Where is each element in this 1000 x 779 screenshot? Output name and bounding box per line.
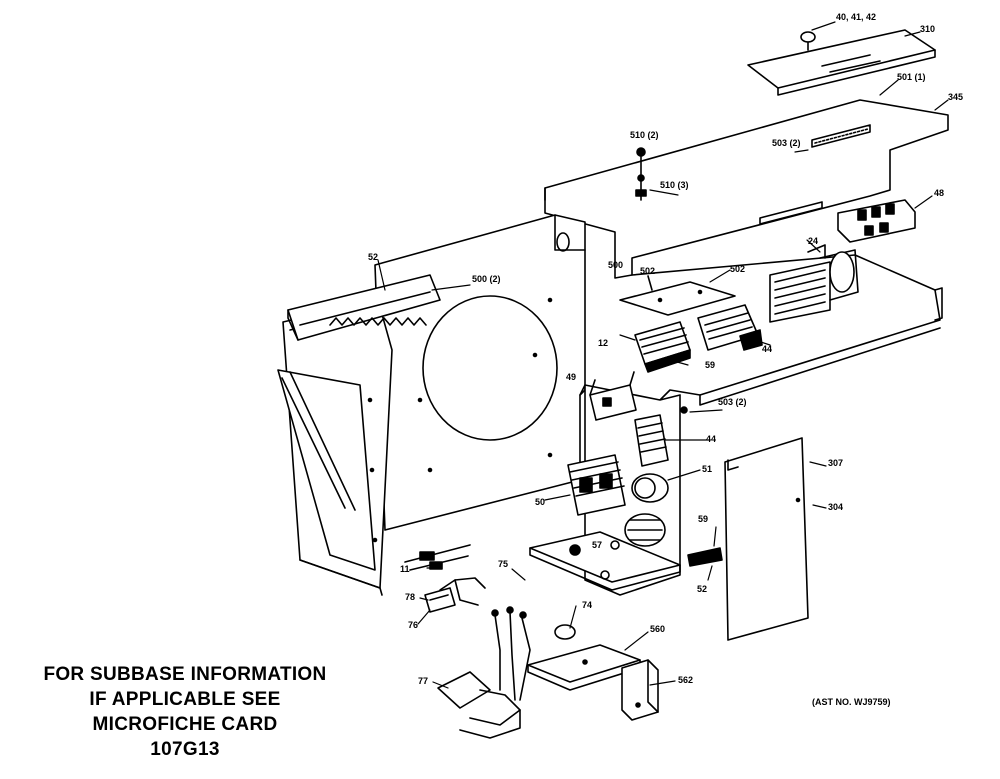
leader-lines xyxy=(377,21,949,689)
callout-label: 59 xyxy=(698,514,708,524)
callout-label: 11 xyxy=(400,564,410,574)
callout-label: 510 (2) xyxy=(630,130,659,140)
transformer xyxy=(769,244,859,323)
callout-label: 562 xyxy=(678,675,693,685)
callout-label: 502 xyxy=(640,266,655,276)
top-cabinet-cover xyxy=(544,99,949,279)
callout-label: 48 xyxy=(934,188,944,198)
note-line: IF APPLICABLE SEE xyxy=(89,689,281,710)
top-cover-plate xyxy=(747,29,936,96)
callout-label: 500 (2) xyxy=(472,274,501,284)
callout-label: 49 xyxy=(566,372,576,382)
callout-label: 77 xyxy=(418,676,428,686)
callout-label: 44 xyxy=(762,344,772,354)
callout-label: 52 xyxy=(697,584,707,594)
subbase-note: FOR SUBBASE INFORMATION IF APPLICABLE SE… xyxy=(10,662,360,762)
transformer-50 xyxy=(567,454,626,516)
note-line: 107G13 xyxy=(150,739,220,760)
callout-label: 76 xyxy=(408,620,418,630)
callout-label: 500 xyxy=(608,260,623,270)
callout-label: 345 xyxy=(948,92,963,102)
callout-label: 51 xyxy=(702,464,712,474)
callout-label: 12 xyxy=(598,338,608,348)
callout-label: 40, 41, 42 xyxy=(836,12,876,22)
relay-bracket-49 xyxy=(589,371,637,421)
front-panel xyxy=(277,299,393,596)
callout-label: 307 xyxy=(828,458,843,468)
callout-label: 52 xyxy=(368,252,378,262)
contactor-upper xyxy=(697,304,763,351)
mounting-plate xyxy=(619,275,736,316)
callout-label: 59 xyxy=(705,360,715,370)
note-line: FOR SUBBASE INFORMATION xyxy=(43,664,327,685)
callout-label: 50 xyxy=(535,497,545,507)
callout-label: 501 (1) xyxy=(897,72,926,82)
clip-52 xyxy=(687,547,723,567)
relay-44 xyxy=(634,414,669,467)
callout-label: 510 (3) xyxy=(660,180,689,190)
callout-label: 503 (2) xyxy=(772,138,801,148)
callout-label: 75 xyxy=(498,559,508,569)
terminal-block xyxy=(837,199,916,243)
relay-12 xyxy=(634,321,691,373)
capacitor-59 xyxy=(624,513,666,547)
callout-label: 304 xyxy=(828,502,843,512)
callout-label: 74 xyxy=(582,600,592,610)
base-tray xyxy=(529,531,681,591)
callout-label: 502 xyxy=(730,264,745,274)
bracket-560 xyxy=(527,624,641,691)
callout-label: 78 xyxy=(405,592,415,602)
capacitor-51 xyxy=(631,473,669,503)
access-panel xyxy=(724,437,809,641)
plug-76 xyxy=(424,587,456,613)
wire-harness xyxy=(404,544,486,606)
drawing-reference: (AST NO. WJ9759) xyxy=(812,697,891,707)
screw-510 xyxy=(635,147,647,201)
callout-label: 57 xyxy=(592,540,602,550)
power-cord xyxy=(437,606,531,739)
callout-label: 503 (2) xyxy=(718,397,747,407)
blower-panel xyxy=(374,214,586,531)
bracket-562 xyxy=(621,659,659,721)
callout-label: 560 xyxy=(650,624,665,634)
callout-label: 310 xyxy=(920,24,935,34)
note-line: MICROFICHE CARD xyxy=(92,714,278,735)
callout-label: 44 xyxy=(706,434,716,444)
callout-label: 24 xyxy=(808,236,818,246)
grille-bracket xyxy=(287,274,441,341)
